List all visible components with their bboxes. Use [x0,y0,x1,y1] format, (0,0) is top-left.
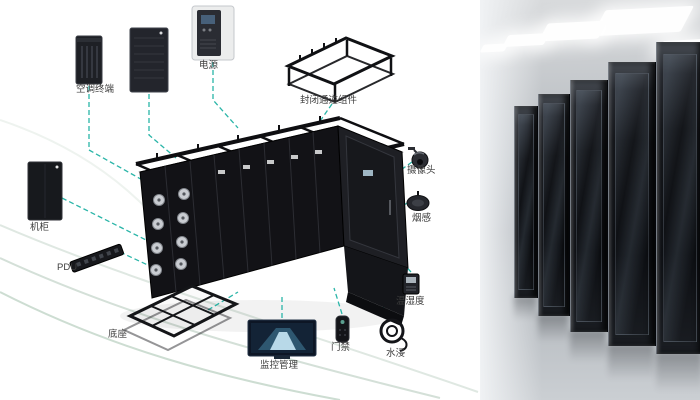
thumb-cabinet [27,161,63,221]
label-sealed-channel: 封闭通道组件 [300,95,358,106]
thumb-air-conditioner [75,35,103,85]
label-pdu: PDU [57,262,78,273]
decorative-arcs [0,119,479,400]
thumb-temp-humidity-sensor [402,273,420,295]
label-monitoring: 监控管理 [260,360,299,371]
thumb-base-frame [121,284,240,352]
thumb-sealed-channel [284,36,396,104]
label-cabinet: 机柜 [30,222,50,233]
rack-reflection [514,296,536,320]
exploded-diagram-panel: 空调终端 电源 封闭通道组件 摄像头 烟感 机柜 PDU 底座 监控管理 门禁 … [0,5,479,400]
thumb-water-leak-cable [379,318,408,352]
thumb-power-supply [191,5,235,61]
server-rack [570,80,608,332]
label-power: 电源 [199,60,219,71]
label-access-control: 门禁 [331,342,351,353]
rack-reflection [570,330,606,362]
label-smoke-sensor: 烟感 [412,213,432,224]
thumb-monitoring-screen [247,319,317,359]
thumb-ups-cabinet [129,27,169,93]
label-base: 底座 [108,329,128,340]
thumb-camera [408,147,429,169]
rack-reflection [656,352,700,392]
label-water-leak: 水浸 [386,348,406,359]
server-rack [538,94,570,316]
rack-reflection [608,344,654,380]
label-air-conditioner: 空调终端 [76,84,115,95]
label-camera: 摄像头 [407,165,436,176]
server-rack [608,62,656,346]
rack-reflection [538,314,568,342]
label-temp-humidity: 温湿度 [396,296,425,307]
thumb-smoke-detector [406,191,430,211]
thumb-pdu [69,243,124,273]
thumb-access-control [335,315,350,343]
server-rack [514,106,538,298]
diagram-art [0,5,479,400]
server-rack [656,42,700,354]
server-room-photo [480,0,700,400]
end-door-display [363,170,373,176]
main-unit [135,116,409,326]
